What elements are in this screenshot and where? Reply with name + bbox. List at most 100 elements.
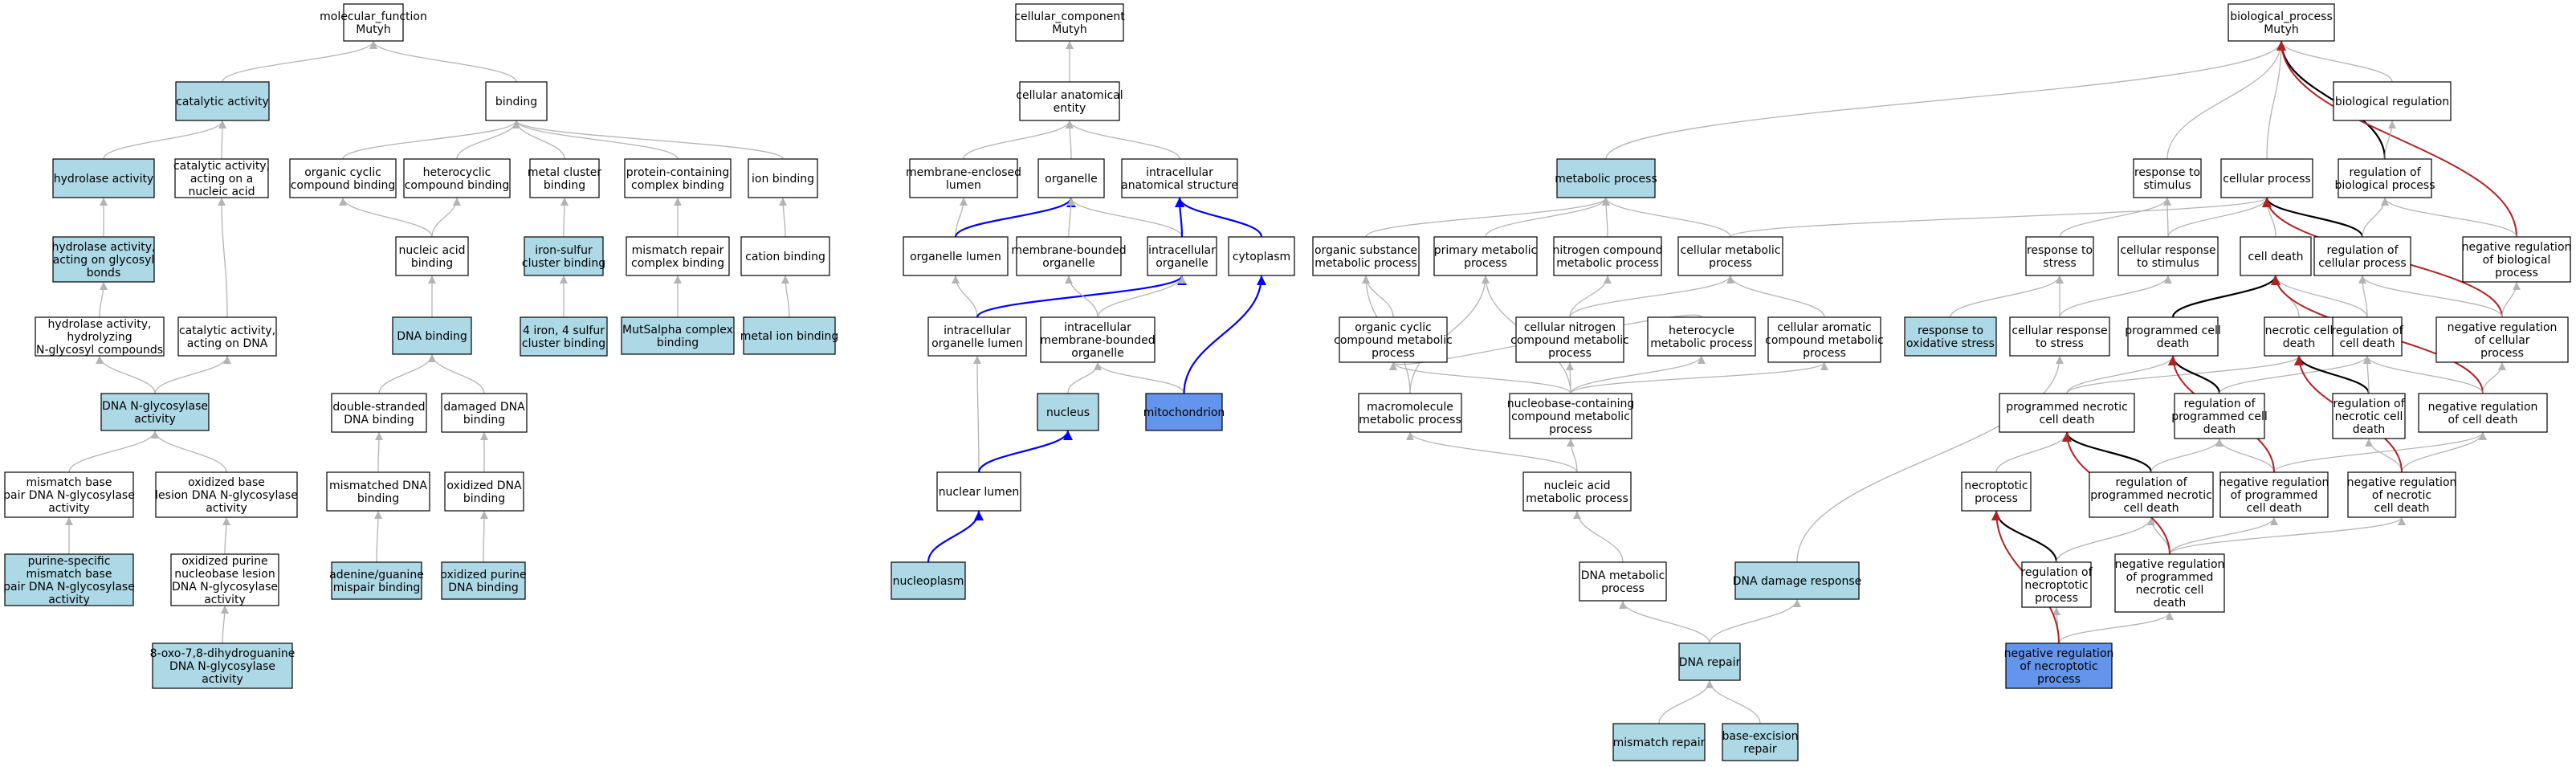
node-box — [326, 471, 430, 512]
node-cation_bind[interactable]: cation binding — [740, 236, 830, 276]
node-organelle[interactable]: organelle — [1037, 158, 1105, 198]
node-dna_bind[interactable]: DNA binding — [392, 316, 472, 355]
node-mito[interactable]: mitochondrion — [1143, 393, 1225, 431]
node-label-line: DNA N-glycosylase — [169, 660, 275, 673]
node-cat_dna[interactable]: catalytic activity,acting on DNA — [177, 316, 277, 357]
node-cell_proc[interactable]: cellular process — [2220, 158, 2313, 198]
node-hydro[interactable]: hydrolase activity — [52, 158, 155, 198]
node-met_proc[interactable]: metabolic process — [1555, 158, 1657, 198]
node-mm_repair[interactable]: mismatch repair — [1612, 723, 1706, 761]
node-box — [1678, 643, 1741, 681]
node-hydro_n[interactable]: hydrolase activity,hydrolyzingN-glycosyl… — [35, 316, 165, 357]
edge-cell_proc-to-bp — [2266, 40, 2285, 160]
node-bio_reg[interactable]: biological regulation — [2333, 81, 2452, 121]
node-org_lumen[interactable]: organelle lumen — [903, 236, 1009, 276]
node-nucleoplasm[interactable]: nucleoplasm — [891, 561, 966, 600]
node-label-line: stimulus — [2143, 179, 2191, 192]
node-dna_dmg[interactable]: DNA damage response — [1733, 561, 1862, 600]
node-binding[interactable]: binding — [485, 81, 548, 121]
node-ion_bind[interactable]: ion binding — [748, 158, 818, 198]
node-cell_death[interactable]: cell death — [2240, 236, 2312, 276]
node-nucleus[interactable]: nucleus — [1037, 393, 1099, 431]
node-box — [1999, 393, 2135, 433]
node-dna_repair[interactable]: DNA repair — [1678, 643, 1741, 681]
edge-mismatch_glyc-to-dna_glyc — [68, 430, 159, 473]
edge-neg_reg_necrop-to-neg_reg_pncd — [2058, 611, 2174, 644]
node-cat[interactable]: catalytic activity — [175, 81, 270, 121]
node-nuc_lumen[interactable]: nuclear lumen — [936, 471, 1021, 512]
node-cytoplasm[interactable]: cytoplasm — [1228, 236, 1295, 276]
node-hydro_glyc[interactable]: hydrolase activity,acting on glycosylbon… — [52, 236, 156, 283]
node-metal_ion[interactable]: metal ion binding — [740, 316, 839, 355]
